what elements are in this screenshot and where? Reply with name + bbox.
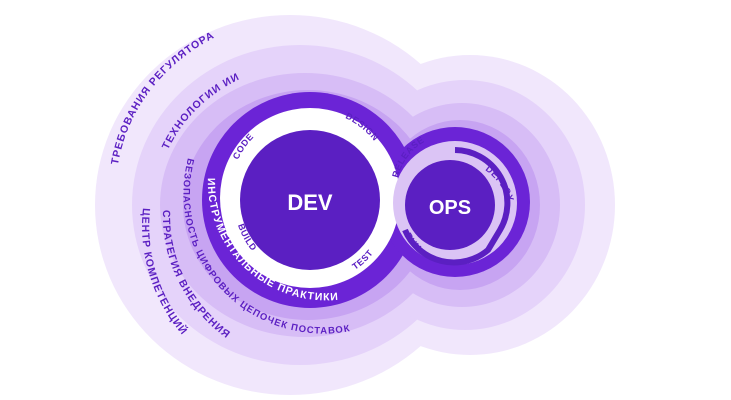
dev-core — [240, 130, 380, 270]
ops-cycle-arc — [402, 147, 511, 266]
dev-title: DEV — [287, 190, 333, 215]
ops-title: OPS — [429, 197, 471, 219]
ops-core — [405, 160, 495, 250]
